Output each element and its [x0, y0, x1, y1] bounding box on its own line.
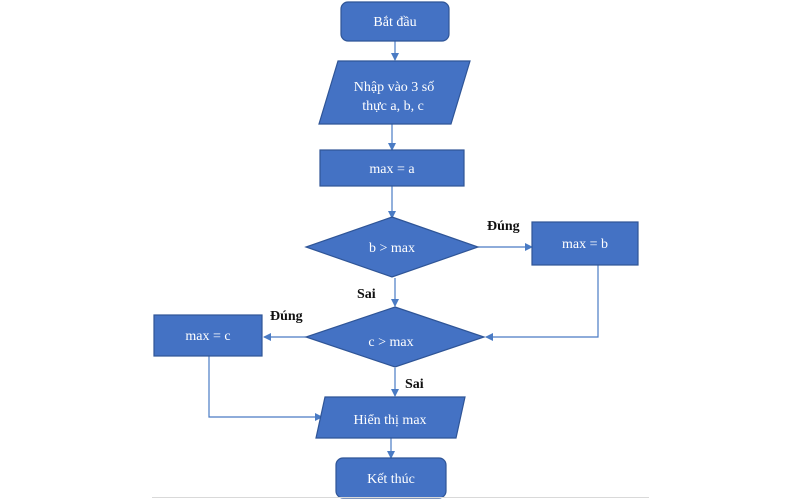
assign-b-node-label: max = b: [562, 237, 608, 252]
decision-b-node-label: b > max: [369, 241, 415, 256]
decision-b-true-label: Đúng: [487, 219, 520, 234]
input-node-label-line2: thực a, b, c: [362, 99, 424, 114]
start-node-label: Bắt đầu: [373, 15, 416, 30]
assign-a-node: max = a: [319, 149, 465, 187]
decision-b-false-label: Sai: [357, 287, 376, 302]
input-node-label-line1: Nhập vào 3 số: [354, 80, 435, 95]
start-node: Bắt đầu: [340, 1, 450, 42]
output-node-label: Hiển thị max: [353, 413, 426, 428]
input-node: Nhập vào 3 số thực a, b, c: [318, 60, 471, 125]
end-node-label: Kết thúc: [367, 472, 415, 487]
assign-b-node: max = b: [531, 221, 639, 266]
decision-c-true-label: Đúng: [270, 309, 303, 324]
assign-c-node: max = c: [153, 314, 263, 357]
end-node: Kết thúc: [335, 457, 447, 499]
edge-assign-b-to-decision-c: [485, 265, 599, 341]
decision-c-false-label: Sai: [405, 377, 424, 392]
edge-assign-c-to-output: [208, 356, 323, 421]
output-node: Hiển thị max: [315, 396, 466, 439]
decision-b-node: b > max: [304, 216, 480, 278]
decision-c-node: c > max: [304, 306, 486, 368]
bottom-divider: [152, 497, 649, 498]
decision-c-node-label: c > max: [368, 335, 413, 350]
assign-c-node-label: max = c: [185, 329, 230, 344]
assign-a-node-label: max = a: [369, 162, 415, 177]
